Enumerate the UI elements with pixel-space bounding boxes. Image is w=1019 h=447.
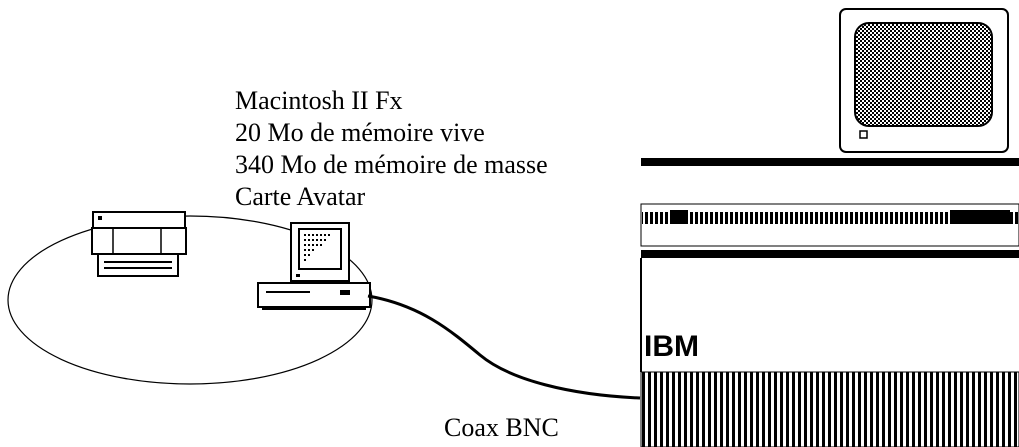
mac-spec-line-2: 20 Mo de mémoire vive <box>235 118 485 147</box>
coax-bnc-label: Coax BNC <box>444 413 559 442</box>
local-network-ring <box>7 215 373 385</box>
coax-bnc-cable <box>367 294 641 400</box>
mac-spec-block: Macintosh II Fx 20 Mo de mémoire vive 34… <box>235 86 548 211</box>
mac-spec-line-3: 340 Mo de mémoire de masse <box>235 150 548 179</box>
macintosh-computer-icon <box>257 222 371 310</box>
printer-icon <box>91 211 187 277</box>
mac-spec-line-4: Carte Avatar <box>235 182 366 211</box>
ibm-mainframe-icon <box>640 158 1019 447</box>
terminal-monitor-icon <box>839 8 1009 153</box>
ibm-brand-label: IBM <box>644 330 699 363</box>
mac-spec-line-1: Macintosh II Fx <box>235 86 403 115</box>
